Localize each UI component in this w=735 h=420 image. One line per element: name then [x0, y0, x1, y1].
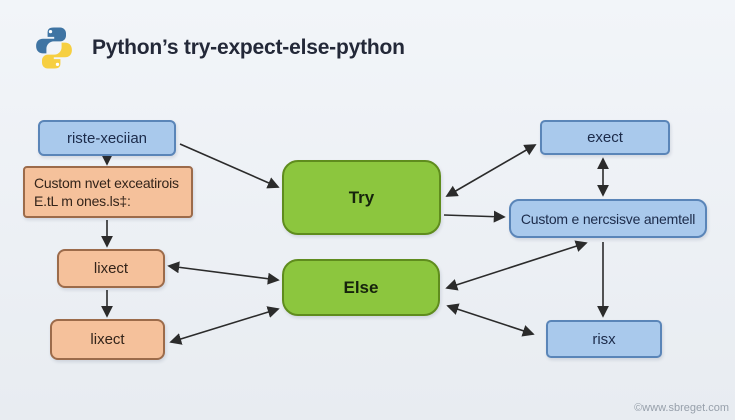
node-label-line2: E.tL m ones.ls‡:	[34, 193, 131, 209]
node-custom-recursive: Custom e nercsisve anemtell	[509, 199, 707, 238]
node-except-right: exect	[540, 120, 670, 155]
node-label: Custom e nercsisve anemtell	[520, 210, 696, 227]
node-custom-exceptions: Custom nvet exceatirois E.tL m ones.ls‡:	[23, 166, 193, 218]
node-label-line1: Custom nvet exceatirois	[34, 174, 179, 191]
node-label: lixect	[93, 260, 129, 277]
node-raise-right: risx	[546, 320, 662, 358]
python-logo-icon	[36, 27, 72, 69]
node-except-upper: lixect	[57, 249, 165, 288]
node-raise-exception: riste-xeciian	[38, 120, 176, 156]
node-else: Else	[282, 259, 440, 316]
arrow-except-lower-else	[169, 306, 280, 345]
node-label: risx	[592, 330, 616, 348]
arrow-except-upper-else	[167, 261, 280, 285]
node-label: riste-xeciian	[66, 129, 148, 147]
node-except-lower: lixect	[50, 319, 165, 360]
header: Python’s try-expect-else-python	[30, 24, 405, 72]
node-label: lixect	[90, 331, 125, 348]
arrow-else-custom-r	[445, 240, 588, 291]
node-label: Else	[343, 277, 379, 297]
node-label: Try	[348, 187, 375, 207]
arrow-raise-to-try	[179, 143, 280, 189]
arrow-try-exect	[445, 144, 537, 197]
node-try: Try	[282, 160, 441, 235]
arrow-try-to-custom-r	[443, 210, 506, 223]
node-label: exect	[587, 129, 623, 146]
page-title: Python’s try-expect-else-python	[92, 36, 405, 59]
watermark: ©www.sbreget.com	[634, 402, 729, 414]
arrow-else-risx	[446, 303, 535, 337]
